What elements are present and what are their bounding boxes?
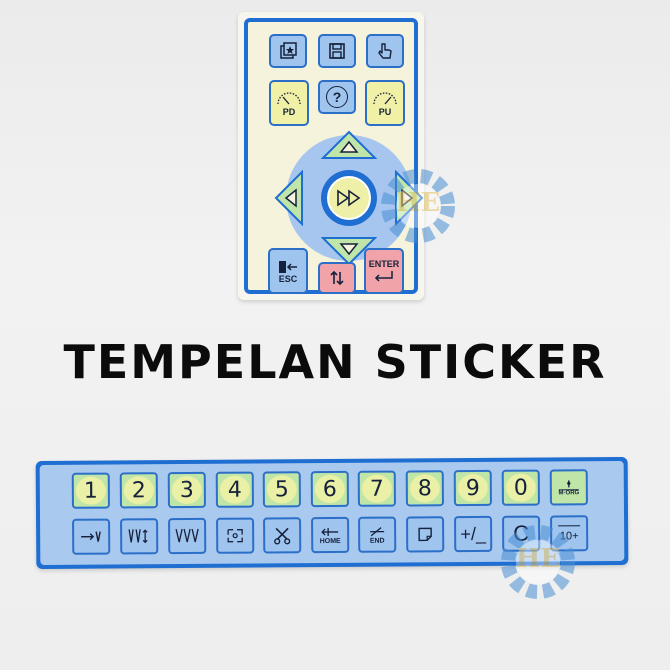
gear-icon <box>501 525 575 599</box>
keypad-strip-sticker: 1 2 3 4 5 6 7 8 9 0 M·ORG <box>35 456 629 570</box>
presser-down-key[interactable]: PD <box>269 80 309 126</box>
number-key-6[interactable]: 6 <box>310 470 349 508</box>
sticker-frame: PD ? PU <box>244 18 424 294</box>
help-symbol: ? <box>332 89 342 105</box>
number-key-1[interactable]: 1 <box>71 472 110 509</box>
pu-label: PU <box>378 106 392 117</box>
m-org-label: M·ORG <box>558 488 580 496</box>
number-key-2[interactable]: 2 <box>119 472 158 509</box>
fast-forward-icon <box>337 189 361 207</box>
control-panel-sticker: PD ? PU <box>238 12 424 300</box>
number-key-7[interactable]: 7 <box>357 470 396 507</box>
needles-icon <box>175 528 199 543</box>
exit-door-icon <box>279 260 297 273</box>
esc-label: ESC <box>278 273 298 284</box>
number-key-3[interactable]: 3 <box>167 471 206 509</box>
number-label: 7 <box>361 474 392 503</box>
star-document-icon <box>280 42 297 59</box>
gauge-icon <box>373 91 397 104</box>
pointing-hand-icon <box>378 43 392 59</box>
enter-key[interactable]: ENTER <box>364 248 404 294</box>
left-arrow-icon <box>284 188 297 208</box>
pd-label: PD <box>282 106 296 117</box>
number-key-9[interactable]: 9 <box>453 469 492 507</box>
number-key-4[interactable]: 4 <box>215 471 254 508</box>
watermark-logo: HE <box>372 160 464 252</box>
needle-up-down-key[interactable] <box>318 262 356 294</box>
down-arrow-icon <box>339 243 359 256</box>
plus-minus-key[interactable]: +/_ <box>454 515 493 553</box>
help-key[interactable]: ? <box>318 80 356 114</box>
question-circle-icon: ? <box>326 86 348 108</box>
esc-key[interactable]: ESC <box>268 248 308 294</box>
end-label: END <box>369 537 385 545</box>
cut-key[interactable] <box>263 517 302 554</box>
home-label: HOME <box>319 537 341 545</box>
number-label: 9 <box>457 473 488 503</box>
needle-select-key[interactable] <box>120 518 159 555</box>
frame-trace-key[interactable] <box>216 517 255 554</box>
fast-forward-disc <box>327 176 371 220</box>
frame-trace-icon <box>227 528 243 543</box>
folded-page-icon <box>418 527 432 542</box>
needles-arrows-icon <box>128 529 148 544</box>
number-label: 8 <box>409 474 440 503</box>
home-arrow-icon <box>321 527 339 536</box>
number-label: 0 <box>505 473 536 502</box>
number-key-8[interactable]: 8 <box>405 470 444 507</box>
up-arrow-key[interactable] <box>321 130 377 160</box>
thread-trim-icon <box>81 531 101 542</box>
needle-up-down-icon <box>330 270 344 286</box>
number-label: 2 <box>123 476 154 505</box>
number-key-0[interactable]: 0 <box>501 469 540 506</box>
up-arrow-icon <box>339 140 359 153</box>
watermark-text: HE <box>395 188 441 218</box>
machine-origin-key[interactable]: M·ORG <box>549 469 588 506</box>
number-label: 3 <box>171 475 202 505</box>
fast-forward-key[interactable] <box>321 170 377 226</box>
enter-arrow-icon <box>374 270 393 282</box>
end-marker-icon <box>370 526 385 536</box>
save-key[interactable] <box>318 34 356 68</box>
number-label: 1 <box>75 476 106 505</box>
strip-frame: 1 2 3 4 5 6 7 8 9 0 M·ORG <box>39 460 625 566</box>
number-key-5[interactable]: 5 <box>262 471 301 508</box>
right-arrow-icon <box>401 188 414 208</box>
origin-marker-icon <box>567 479 571 487</box>
plus-minus-label: +/_ <box>460 523 486 544</box>
page-key[interactable] <box>406 516 445 553</box>
trim-key[interactable] <box>72 518 111 555</box>
page-title: TEMPELAN STICKER <box>63 335 607 389</box>
enter-label: ENTER <box>368 258 400 269</box>
pattern-select-key[interactable] <box>269 34 307 68</box>
watermark-text: HE <box>515 544 561 574</box>
gear-icon <box>381 169 455 243</box>
left-arrow-key[interactable] <box>274 170 304 226</box>
number-label: 4 <box>219 475 250 504</box>
presser-up-key[interactable]: PU <box>365 80 405 126</box>
watermark-logo: HE <box>492 516 584 608</box>
scissors-icon <box>274 527 291 545</box>
multi-needle-key[interactable] <box>168 517 207 555</box>
number-label: 6 <box>314 474 345 504</box>
floppy-disk-icon <box>329 43 345 59</box>
home-key[interactable]: HOME <box>311 516 350 554</box>
down-arrow-key[interactable] <box>321 236 377 266</box>
manual-touch-key[interactable] <box>366 34 404 68</box>
end-key[interactable]: END <box>358 516 397 553</box>
gauge-icon <box>277 91 301 104</box>
number-label: 5 <box>266 475 297 504</box>
